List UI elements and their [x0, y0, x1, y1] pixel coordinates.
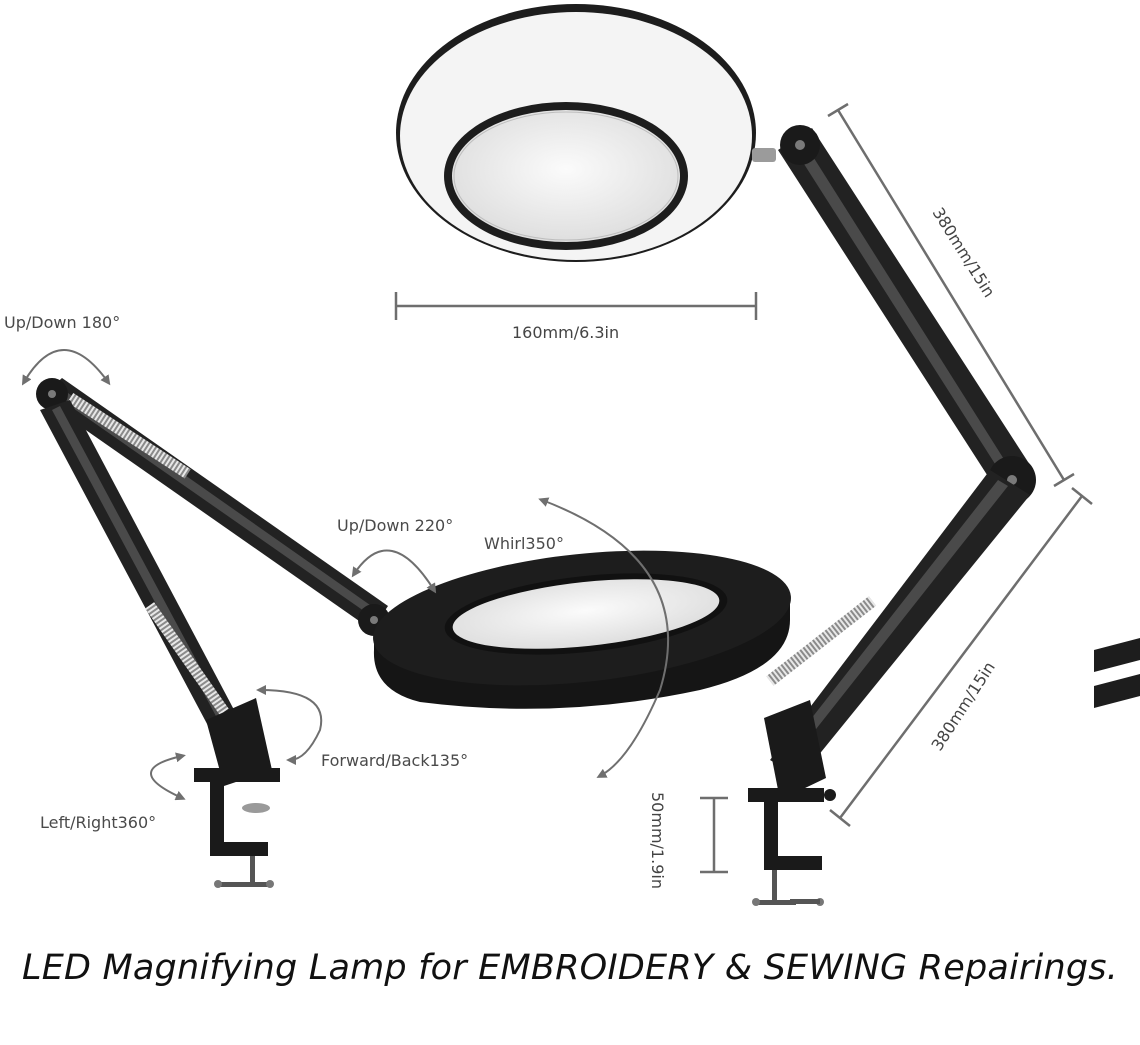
dim-head-diameter: 160mm/6.3in [512, 323, 619, 342]
arrow-up-down-220 [351, 549, 437, 594]
arrow-left-right [150, 752, 186, 801]
label-up-down-180: Up/Down 180° [4, 313, 120, 332]
motion-arrows [21, 349, 669, 801]
arrow-up-down-180 [21, 349, 111, 386]
label-forward-back: Forward/Back135° [321, 751, 468, 770]
lamp-arm-right [748, 125, 1036, 906]
label-whirl: Whirl350° [484, 534, 564, 553]
dim-lower-arm: 380mm/15in [927, 658, 999, 754]
product-caption: LED Magnifying Lamp for EMBROIDERY & SEW… [22, 948, 1118, 988]
dim-clamp-opening: 50mm/1.9in [648, 792, 667, 889]
label-up-down-220: Up/Down 220° [337, 516, 453, 535]
lamp-head-front [396, 4, 776, 262]
arrow-forward-back [256, 685, 323, 765]
partial-arm-edge [1094, 638, 1140, 708]
lamp-head-angled [373, 550, 791, 709]
lamp-arm-left [36, 378, 390, 888]
dim-upper-arm: 380mm/15in [929, 204, 999, 301]
label-left-right: Left/Right360° [40, 813, 156, 832]
arrow-whirl [538, 497, 669, 778]
dimension-lines [394, 102, 1093, 874]
